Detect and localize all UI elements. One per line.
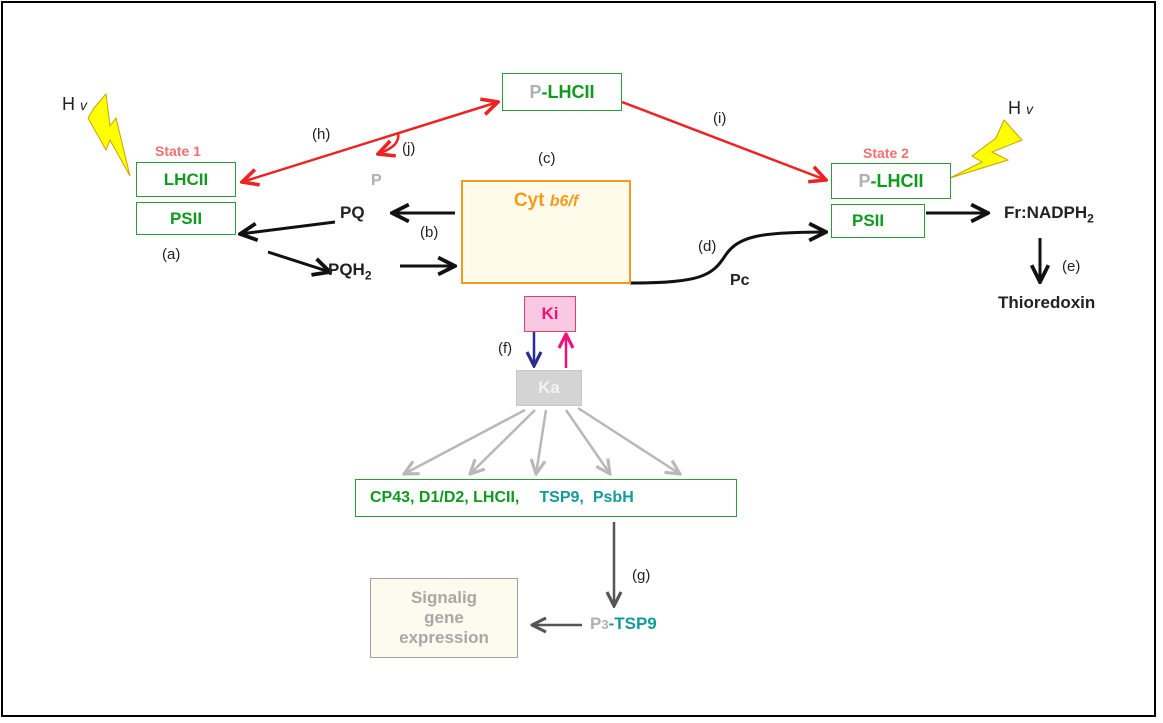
p3-tsp9-label: P3-TSP9 — [590, 614, 657, 634]
label-a: (a) — [162, 246, 181, 263]
psii-label-left: PSII — [169, 208, 203, 228]
signaling-line-3: expression — [399, 628, 489, 647]
arrow-ka-to-psbh — [577, 406, 680, 474]
cyt-italic: b6/f — [549, 193, 579, 210]
arrow-d — [629, 232, 826, 285]
label-d: (d) — [698, 238, 717, 255]
label-j: (j) — [402, 140, 416, 157]
arrow-ka-to-lhcii — [536, 409, 548, 474]
arrow-psii-to-pqh2 — [267, 250, 330, 272]
arrow-h — [242, 102, 498, 182]
pqh2-label: PQH2 — [328, 260, 372, 282]
arrow-ka-to-cp43 — [404, 408, 526, 474]
lhcii-box-left: LHCII — [136, 162, 236, 197]
ka-box: Ka — [516, 370, 582, 406]
signaling-line-1: Signalig — [410, 588, 478, 607]
tsp9-text: TSP9, — [539, 489, 584, 506]
fr-nadph2-label: Fr:NADPH2 — [1004, 203, 1094, 225]
ki-label: Ki — [541, 304, 559, 323]
cyt-prefix: Cyt — [513, 190, 550, 211]
arrow-ka-to-tsp9 — [564, 409, 610, 474]
substrates-green-text: CP43, D1/D2, LHCII, — [370, 489, 520, 506]
state-1-label: State 1 — [155, 143, 201, 159]
hv-h-left: H — [62, 94, 75, 114]
hv-label-right: H v — [1008, 98, 1033, 119]
psii-label-right: PSII — [852, 211, 885, 230]
lhcii-text-right: -LHCII — [870, 170, 924, 191]
tsp9-phospho-text: -TSP9 — [608, 614, 657, 633]
phospho-p-right: P — [858, 170, 871, 191]
p3-sub: 3 — [601, 617, 609, 632]
psii-box-right: PSII — [831, 204, 925, 238]
psii-box-left: PSII — [136, 202, 236, 235]
psbh-text: PsbH — [592, 489, 634, 506]
p-lhcii-box-right: P-LHCII — [831, 163, 951, 199]
cyt-b6f-label: Cyt b6/f — [514, 190, 578, 212]
cyt-b6f-box: Cyt b6/f — [461, 180, 631, 284]
arrow-pq-to-psii — [240, 220, 336, 234]
pqh2-sub: 2 — [364, 268, 372, 283]
substrates-box: CP43, D1/D2, LHCII, TSP9, PsbH — [355, 479, 737, 517]
p-lhcii-label-right: P-LHCII — [858, 171, 923, 192]
signaling-line-2: gene — [424, 608, 464, 627]
p-lhcii-box-top: P-LHCII — [502, 73, 622, 111]
pq-label: PQ — [340, 203, 365, 222]
phospho-p-top: P — [529, 81, 542, 102]
hv-v-right: v — [1026, 101, 1034, 117]
state-2-label: State 2 — [863, 145, 909, 161]
signaling-box: Signalig gene expression — [370, 578, 518, 658]
light-bolt-icon-right — [949, 119, 1023, 179]
thioredoxin-label: Thioredoxin — [998, 293, 1096, 312]
ka-label: Ka — [538, 378, 560, 397]
label-f: (f) — [498, 340, 513, 357]
pc-label: Pc — [730, 272, 750, 289]
light-bolt-icon-left — [87, 92, 131, 177]
lhcii-label-left: LHCII — [163, 169, 209, 189]
hv-h-right: H — [1008, 98, 1021, 118]
free-phosphate-label: P — [371, 172, 382, 189]
hv-label-left: H v — [62, 94, 87, 115]
p-lhcii-label-top: P-LHCII — [529, 82, 594, 103]
pqh2-base: PQH — [328, 260, 365, 279]
label-e: (e) — [1062, 258, 1081, 275]
fr-nadph-base: Fr:NADPH — [1004, 203, 1088, 222]
arrow-i — [621, 100, 826, 180]
hv-v-left: v — [80, 97, 88, 113]
lhcii-text-top: -LHCII — [541, 81, 595, 102]
p3-p: P — [590, 614, 602, 633]
ki-box: Ki — [524, 296, 576, 332]
label-i: (i) — [713, 110, 727, 127]
label-h: (h) — [312, 126, 331, 143]
label-b: (b) — [420, 224, 439, 241]
arrow-j — [378, 131, 400, 154]
fr-nadph-sub: 2 — [1087, 211, 1094, 226]
arrow-ka-to-d1d2 — [470, 409, 536, 474]
label-c: (c) — [538, 150, 556, 167]
label-g: (g) — [632, 567, 651, 584]
